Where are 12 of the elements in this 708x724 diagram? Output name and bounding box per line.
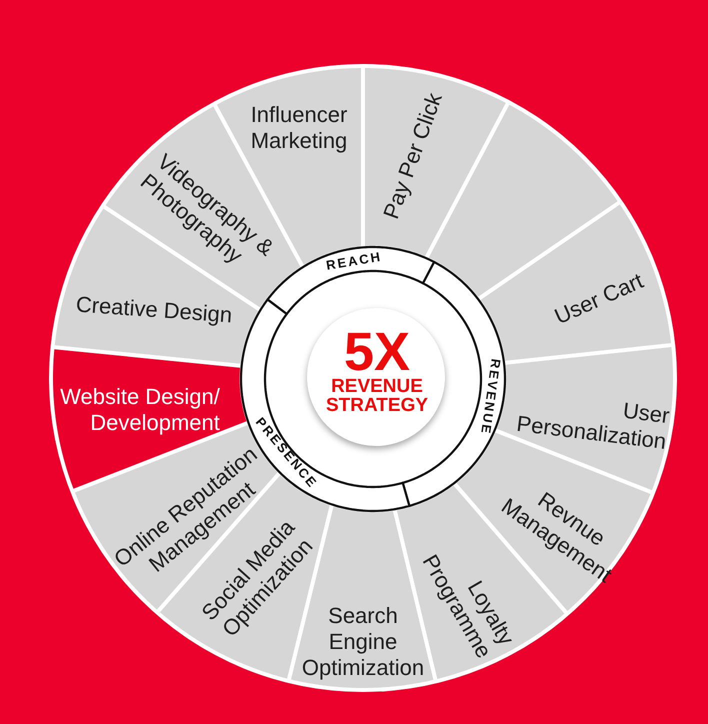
ring-label: REVENUE <box>478 356 504 436</box>
segment-label: Influencer Marketing <box>250 102 348 153</box>
segment-label: Pay Per Click <box>378 90 448 222</box>
wheel-segment <box>480 204 672 361</box>
segment-label: User Cart <box>550 268 648 330</box>
subtitle: REVENUE STRATEGY <box>326 377 428 415</box>
headline: 5X <box>344 325 410 379</box>
ring-label: REACH <box>324 248 384 273</box>
segment-label: Website Design/ Development <box>60 384 220 436</box>
segment-label: User Personalization <box>515 396 671 455</box>
segment-label: Search Engine Optimization <box>302 603 424 681</box>
segment-label: Creative Design <box>75 292 233 328</box>
